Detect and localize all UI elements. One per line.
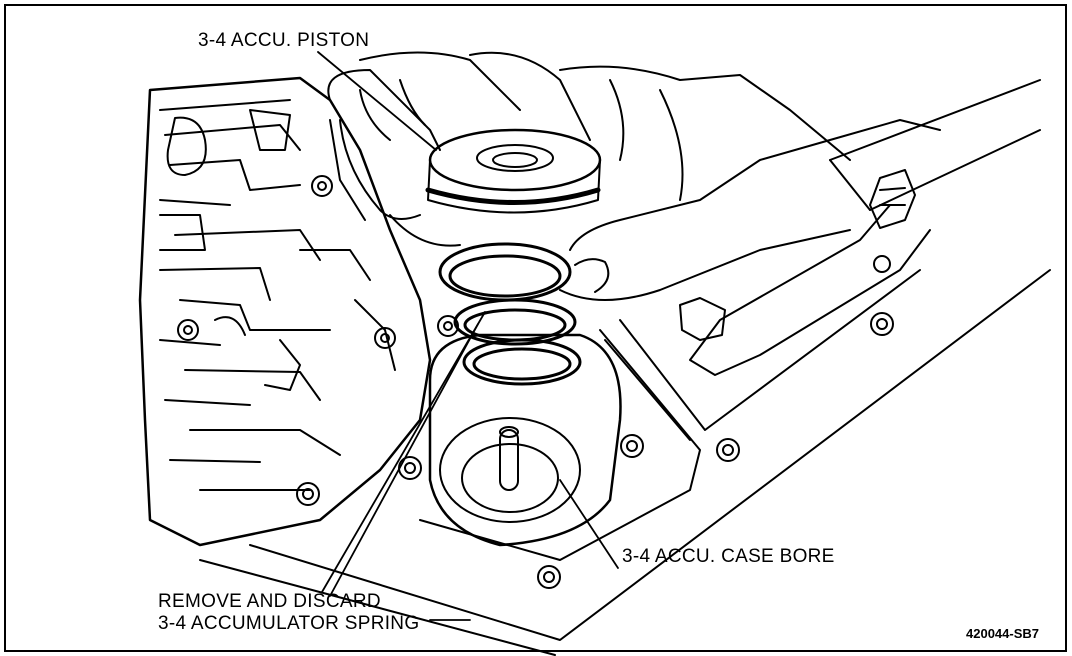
accumulator-spring — [438, 242, 582, 386]
hand — [327, 51, 941, 301]
figure-border — [4, 4, 1067, 652]
case-bore — [428, 333, 622, 547]
tool — [679, 79, 1041, 376]
label-spring-line1: REMOVE AND DISCARD — [158, 591, 381, 612]
valve-body-bolts — [177, 175, 894, 589]
label-spring-line2: 3-4 ACCUMULATOR SPRING — [158, 613, 420, 634]
leader-spring-a — [321, 311, 486, 593]
leader-spring-b — [329, 323, 479, 597]
case-flange — [199, 269, 1051, 656]
leader-case-bore — [559, 479, 619, 569]
label-case-bore: 3-4 ACCU. CASE BORE — [622, 546, 835, 567]
accumulator-piston — [425, 128, 602, 214]
label-piston: 3-4 ACCU. PISTON — [198, 30, 370, 51]
leader-lines — [317, 51, 619, 621]
figure-code: 420044-SB7 — [966, 626, 1039, 641]
leader-piston — [317, 51, 437, 151]
valve-body — [138, 76, 432, 547]
